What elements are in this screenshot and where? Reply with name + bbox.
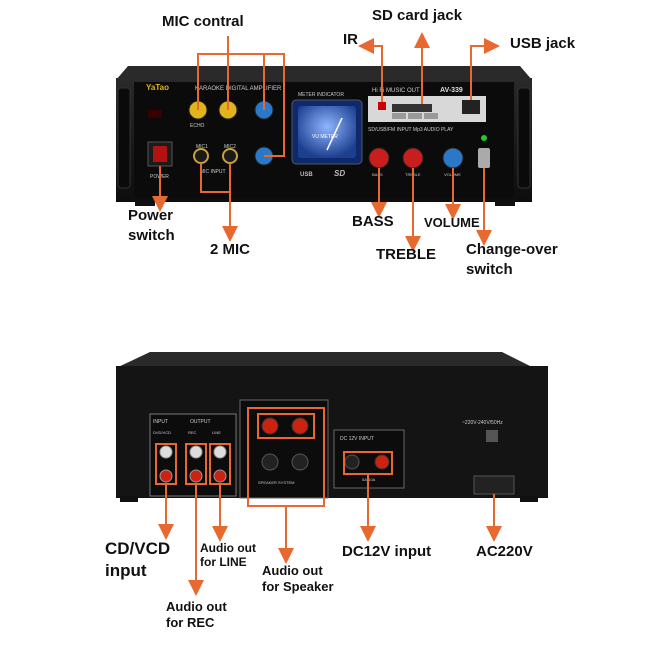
- changeover-callout-1: Change-over: [466, 241, 558, 258]
- ir-receiver: [378, 102, 386, 110]
- usb-arrow: [470, 38, 500, 100]
- rear-input-label: INPUT: [153, 419, 168, 425]
- two-mic-callout: 2 MIC: [210, 241, 251, 258]
- ir-callout: IR: [343, 31, 358, 48]
- dc-black: [344, 454, 360, 470]
- rear-top-lid: [116, 352, 534, 368]
- mic-control-callout: MIC contral: [162, 13, 244, 30]
- rear-dvdvcd-label: DVD/VCD: [153, 430, 171, 435]
- dc-red: [374, 454, 390, 470]
- rear-rec-label: REC: [188, 430, 197, 435]
- left-handle: [117, 87, 131, 189]
- rear-output-label: OUTPUT: [190, 419, 211, 425]
- dc12v-callout: DC12V input: [342, 543, 432, 560]
- vu-meter-face: [298, 106, 356, 158]
- mp3-button-2: [408, 113, 422, 119]
- changeover-callout-2: switch: [466, 261, 513, 278]
- speaker-black-2: [291, 453, 309, 471]
- bass-knob-label: BASS: [372, 172, 383, 177]
- usb-port: [462, 100, 480, 114]
- right-handle: [517, 87, 531, 189]
- meter-label-text: METER INDICATOR: [298, 92, 344, 98]
- bass-knob: [368, 147, 390, 169]
- fuse-holder: [486, 430, 498, 442]
- ac220v-callout: AC220V: [476, 543, 533, 560]
- usb-jack-callout: USB jack: [510, 35, 576, 52]
- sd-card-slot: [392, 104, 432, 112]
- product-line-text: KARAOKE DIGITAL AMPLIFIER: [195, 86, 282, 92]
- power-switch-callout-2: switch: [128, 227, 175, 244]
- speaker-black-1: [261, 453, 279, 471]
- mic1-jack: [193, 148, 209, 164]
- rear-annotation-lines: [155, 407, 502, 596]
- audio-speaker-callout-2: for Speaker: [262, 579, 334, 594]
- front-foot-right: [495, 200, 515, 206]
- cdvcd-callout-1: CD/VCD: [105, 539, 171, 558]
- power-switch-callout-1: Power: [128, 207, 174, 224]
- rear-speaker-label: SPEAKER SYSTEM: [258, 480, 294, 485]
- rca-line-r: [213, 469, 227, 483]
- brand-text: YaTao: [146, 83, 169, 92]
- model-text: AV-339: [440, 87, 463, 94]
- rca-rec-r: [189, 469, 203, 483]
- power-rocker: [153, 146, 167, 162]
- mp3-button-3: [424, 113, 438, 119]
- volume-callout: VOLUME: [424, 215, 480, 230]
- treble-callout: TREBLE: [376, 246, 436, 263]
- ir-window: [148, 110, 162, 118]
- input-label-text: SD/USB/FM INPUT Mp3 AUDIO PLAY: [368, 127, 454, 133]
- bass-callout: BASS: [352, 213, 394, 230]
- audio-line-callout-1: Audio out: [200, 541, 256, 555]
- rear-amplifier: [116, 352, 548, 502]
- rca-line-l: [213, 445, 227, 459]
- cdvcd-callout-2: input: [105, 561, 147, 580]
- ac-cord: [473, 475, 515, 495]
- speaker-red-1: [261, 417, 279, 435]
- audio-rec-callout-2: for REC: [166, 615, 215, 630]
- front-top-lid: [116, 66, 532, 80]
- rear-foot-right: [520, 496, 538, 502]
- mic-control-bracket: [197, 53, 265, 110]
- changeover-led: [481, 135, 487, 141]
- treble-knob: [402, 147, 424, 169]
- rear-foot-left: [120, 496, 138, 502]
- rca-rec-l: [189, 445, 203, 459]
- front-annotation-lines: [152, 32, 500, 252]
- volume-knob: [442, 147, 464, 169]
- rca-in-r: [159, 469, 173, 483]
- speaker-outline-red: [257, 413, 315, 439]
- two-mic-bracket: [200, 163, 231, 193]
- rear-ac-label: ~220V-240V/50Hz: [462, 420, 503, 426]
- rear-dc-label: DC 12V INPUT: [340, 436, 374, 442]
- vu-needle: [326, 117, 343, 151]
- mp3-button-1: [392, 113, 406, 119]
- front-foot-left: [135, 200, 155, 206]
- meter-face-text: VU METER: [312, 134, 338, 140]
- usb-logo-text: USB: [300, 172, 313, 178]
- rca-in-l: [159, 445, 173, 459]
- mic1-text: MIC1: [196, 144, 208, 150]
- mic-input-text: MIC INPUT: [200, 169, 226, 175]
- rear-line-label: LINE: [212, 430, 221, 435]
- front-amplifier: [116, 66, 532, 206]
- changeover-switch: [478, 148, 490, 168]
- echo-label-text: ECHO: [190, 123, 205, 129]
- mic2-text: MIC2: [224, 144, 236, 150]
- sd-card-callout: SD card jack: [372, 7, 463, 24]
- mic-control-vol: [264, 53, 285, 157]
- audio-rec-callout-1: Audio out: [166, 599, 227, 614]
- hifi-label-text: Hi Fi MUSIC OUT: [372, 88, 420, 94]
- audio-line-callout-2: for LINE: [200, 555, 247, 569]
- speaker-red-2: [291, 417, 309, 435]
- mic2-jack: [222, 148, 238, 164]
- audio-speaker-callout-1: Audio out: [262, 563, 323, 578]
- ir-arrow: [358, 38, 383, 102]
- sd-logo-text: SD: [334, 169, 345, 178]
